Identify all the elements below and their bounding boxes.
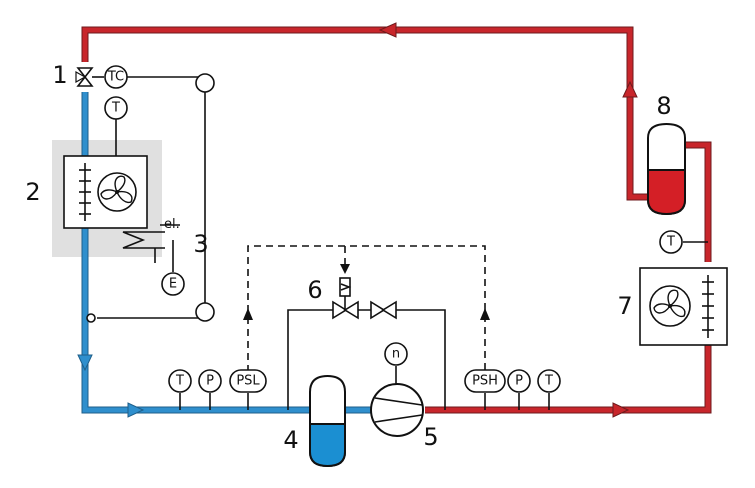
label-1: 1 <box>52 61 67 89</box>
suction-accumulator <box>309 374 346 468</box>
capillary-line <box>97 76 206 319</box>
capillary-bulb <box>195 73 215 93</box>
label-3: 3 <box>193 230 208 258</box>
control-arrow <box>340 264 350 274</box>
label-7: 7 <box>617 292 632 320</box>
condenser-temp-sensor: T <box>659 230 683 254</box>
heater-label: el. <box>164 217 180 232</box>
solenoid-icon <box>339 277 352 297</box>
valve-icon <box>370 300 397 320</box>
label-4: 4 <box>283 426 298 454</box>
expansion-valve-icon <box>75 67 94 87</box>
flow-arrow-icon <box>127 402 145 418</box>
svg-text:P: P <box>206 374 214 389</box>
discharge-temp-sensor: T <box>537 369 561 393</box>
label-6: 6 <box>307 276 322 304</box>
label-8: 8 <box>656 92 671 120</box>
bulb-contact <box>86 313 96 323</box>
svg-text:T: T <box>175 374 184 389</box>
flow-arrow-icon <box>378 22 397 38</box>
svg-text:P: P <box>515 374 523 389</box>
compressor-icon <box>370 383 424 437</box>
discharge-pressure-sensor: P <box>507 369 531 393</box>
compressor-speed-sensor: n <box>384 342 408 366</box>
svg-text:T: T <box>666 235 675 250</box>
valve-icon <box>332 300 359 320</box>
flow-arrow-icon <box>622 80 638 98</box>
suction-pressure-sensor: P <box>198 369 222 393</box>
svg-text:E: E <box>169 277 177 292</box>
capillary-bulb <box>195 302 215 322</box>
svg-text:T: T <box>544 374 553 389</box>
svg-text:n: n <box>392 347 400 362</box>
heater-energy-sensor: E <box>161 272 185 296</box>
heater-icon <box>122 224 180 263</box>
control-arrow <box>480 308 490 320</box>
control-arrow <box>243 308 253 320</box>
control-line <box>247 245 486 372</box>
svg-text:PSL: PSL <box>236 374 260 389</box>
fan-icon <box>97 172 137 212</box>
svg-text:PSH: PSH <box>472 374 498 389</box>
condenser <box>639 267 728 346</box>
fan-icon <box>649 285 691 327</box>
svg-text:T: T <box>111 101 120 116</box>
evaporator-temp-sensor: T <box>104 96 128 120</box>
tc-label: TC <box>107 70 124 85</box>
evaporator <box>63 155 148 229</box>
flow-arrow-icon <box>77 354 93 372</box>
tc-sensor: TC <box>104 65 128 89</box>
label-2: 2 <box>25 178 40 206</box>
suction-temp-sensor: T <box>168 369 192 393</box>
psl-sensor: PSL <box>229 369 267 393</box>
label-5: 5 <box>423 423 438 451</box>
flow-arrow-icon <box>612 402 630 418</box>
psh-sensor: PSH <box>464 369 506 393</box>
valve-bypass <box>287 277 446 410</box>
liquid-receiver <box>647 122 686 216</box>
